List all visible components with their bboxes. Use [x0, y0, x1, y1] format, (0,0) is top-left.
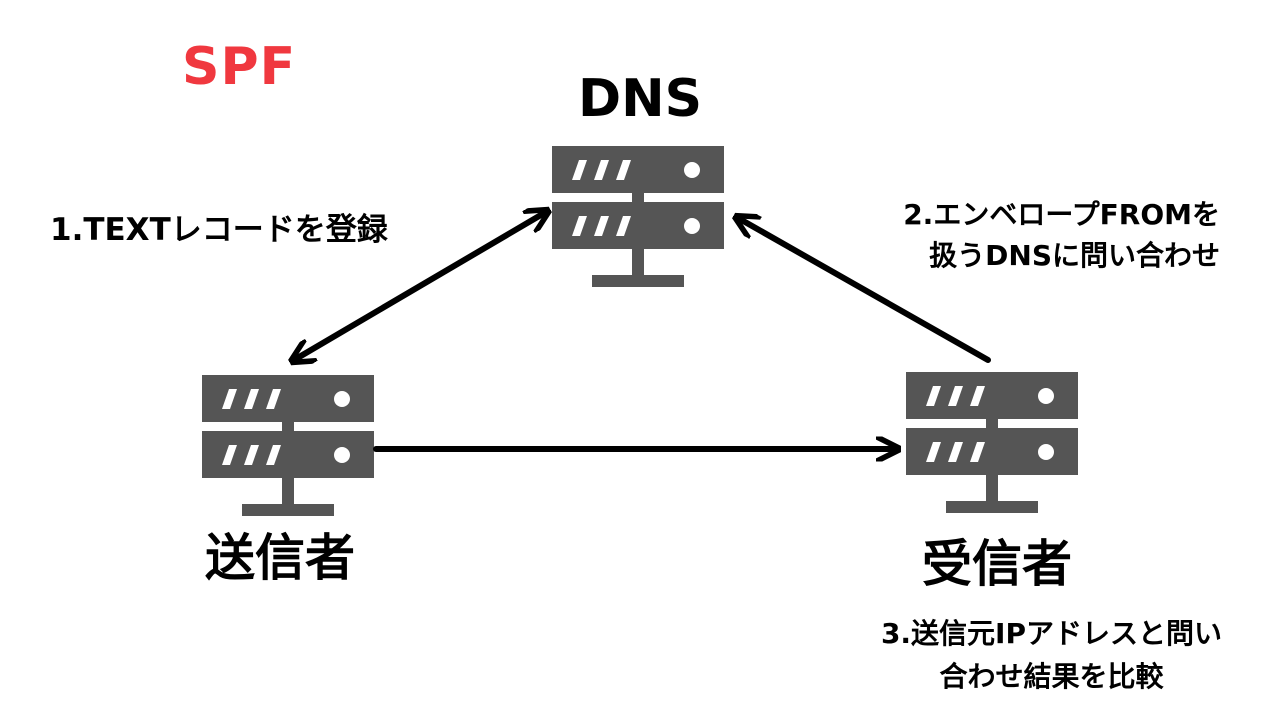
step2-line-2: 扱うDNSに問い合わせ [929, 238, 1220, 272]
dns-label: DNS [578, 69, 703, 129]
sender-server-icon [202, 375, 374, 516]
step3-line-2: 合わせ結果を比較 [939, 660, 1164, 694]
arrow-sender-dns [294, 212, 546, 360]
sender-label: 送信者 [205, 529, 355, 587]
step3-label: 3.送信元IPアドレスと問い 合わせ結果を比較 [881, 612, 1222, 699]
step2-line-1: 2.エンベロープFROMを [903, 198, 1220, 231]
arrow-receiver-dns [738, 218, 991, 363]
diagram-title: SPF [182, 37, 297, 97]
receiver-label: 受信者 [922, 535, 1072, 593]
step2-label: 2.エンベロープFROMを 扱うDNSに問い合わせ [903, 195, 1220, 276]
dns-server-icon [552, 146, 724, 287]
receiver-server-icon [906, 372, 1078, 513]
step3-line-1: 3.送信元IPアドレスと問い [880, 617, 1222, 650]
